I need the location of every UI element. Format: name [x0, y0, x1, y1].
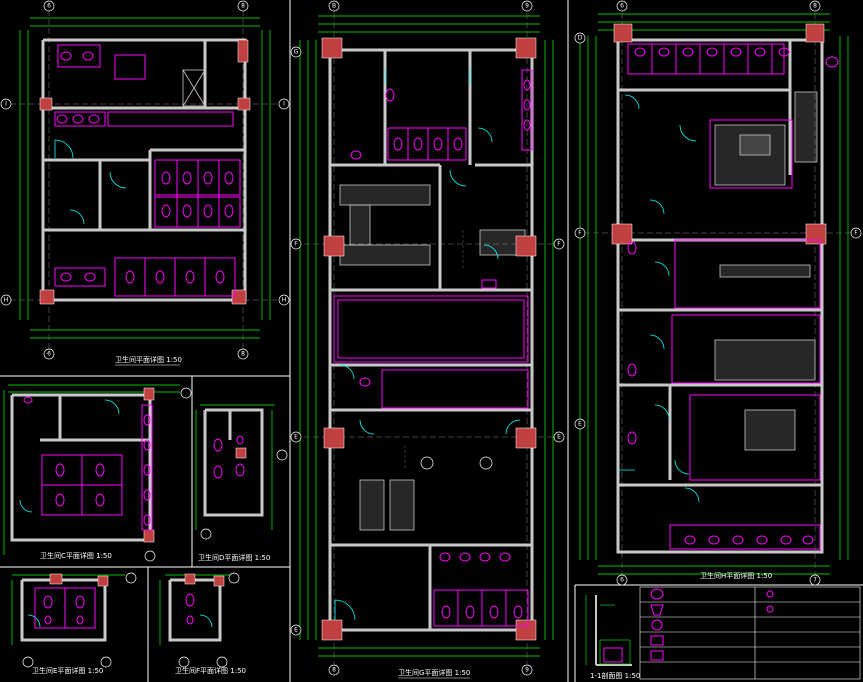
grid-label: 6 — [620, 3, 624, 10]
columns — [39, 39, 251, 305]
walls — [41, 38, 247, 302]
dimension-lines — [19, 17, 271, 339]
grid-label: I — [283, 101, 285, 108]
grid-label: E — [578, 421, 582, 428]
plan-right: 6 8 6 7 D F F E 卫生间H平面详图 1:50 — [574, 0, 862, 586]
sheet-title: 1-1剖面图 1:50 — [590, 671, 640, 680]
grid-label: 8 — [813, 3, 817, 10]
fixtures — [54, 44, 241, 297]
plan-a: 6 8 6 8 I I H H 卫生间平面详图 1:50 — [0, 0, 290, 366]
grid-label: 8 — [241, 3, 245, 10]
grid-label: 7 — [813, 577, 817, 584]
grid-label: 6 — [620, 577, 624, 584]
doors — [54, 139, 127, 225]
plan-b: 卫生间C平面详图 1:50 — [3, 384, 192, 562]
grid-label: 8 — [332, 667, 336, 674]
grid-label: 8 — [241, 351, 245, 358]
plan-main: B 9 8 9 G F F E E E 卫生间G平面详图 1:50 — [290, 0, 565, 679]
grid-label: E — [294, 627, 298, 634]
plan-d: 卫生间E平面详图 1:50 — [11, 572, 137, 675]
plan-e: 卫生间F平面详图 1:50 — [159, 572, 246, 675]
plan-c: 卫生间D平面详图 1:50 — [195, 404, 288, 562]
sheet-title: 卫生间平面详图 1:50 — [115, 355, 182, 364]
shaft — [182, 69, 206, 107]
grid-label: G — [294, 49, 299, 56]
fixture-bowls — [56, 51, 234, 284]
grid-label: F — [854, 230, 858, 237]
grid-label: B — [332, 3, 336, 10]
section-and-legend: 1-1剖面图 1:50 — [585, 586, 861, 680]
grid-label: H — [282, 297, 287, 304]
grid-label: I — [5, 101, 7, 108]
sheet-title: 卫生间F平面详图 1:50 — [175, 666, 246, 675]
sheet-title: 卫生间D平面详图 1:50 — [198, 553, 270, 562]
grid-label: F — [294, 241, 298, 248]
grid-label: F — [578, 230, 582, 237]
grid-bubbles — [0, 0, 290, 360]
grid-label: 6 — [47, 3, 51, 10]
sheet-title: 卫生间E平面详图 1:50 — [32, 666, 103, 675]
grid-label: F — [557, 241, 561, 248]
grid-label: H — [4, 297, 9, 304]
sheet-title: 卫生间G平面详图 1:50 — [398, 668, 470, 677]
grid-label: 6 — [47, 351, 51, 358]
grid-label: 9 — [525, 667, 529, 674]
grid-label: E — [557, 434, 561, 441]
sheet-title: 卫生间C平面详图 1:50 — [40, 551, 112, 560]
grid-label: D — [578, 35, 583, 42]
sheet-title: 卫生间H平面详图 1:50 — [700, 571, 772, 580]
grid-label: 9 — [525, 3, 529, 10]
grid-label: E — [294, 434, 298, 441]
